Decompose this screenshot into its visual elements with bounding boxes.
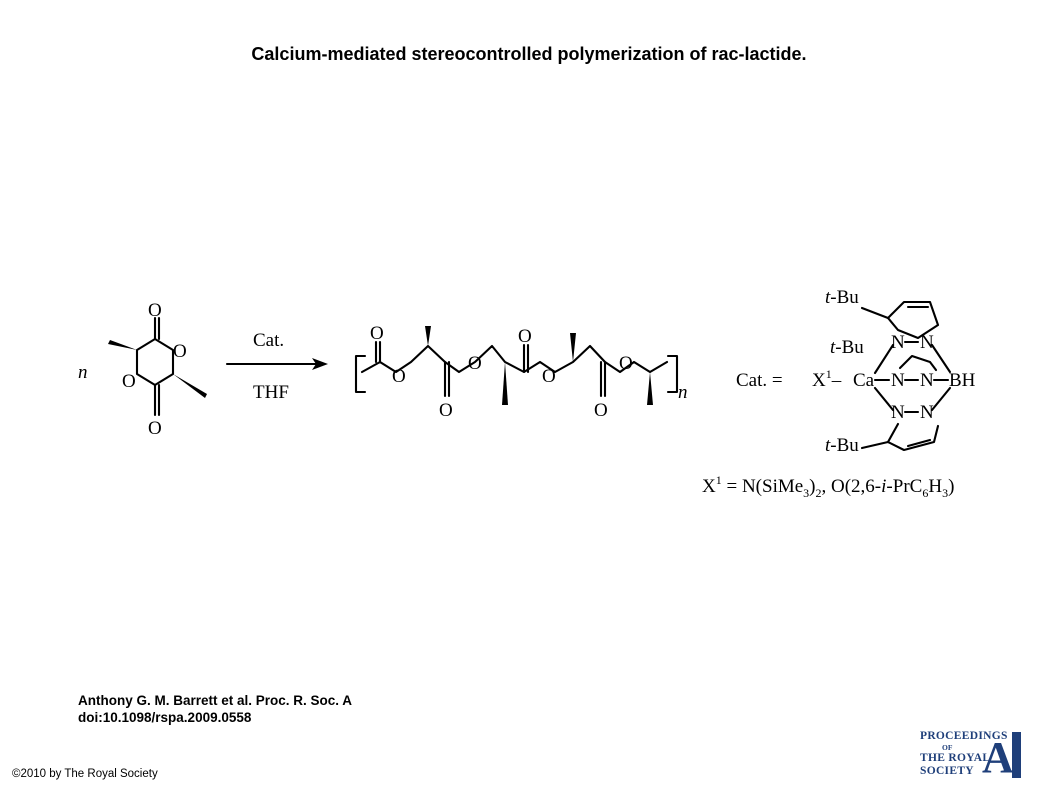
poly-methyl-wedge-3	[570, 333, 576, 362]
poly-O-ester-2: O	[468, 353, 482, 374]
pyrazole-top	[886, 300, 940, 340]
lactide-methyl-wedge-right	[173, 374, 207, 398]
reaction-arrow: Cat. THF	[225, 330, 328, 403]
poly-O-carbonyl-1: O	[370, 323, 384, 344]
n-bottom-right: N	[920, 402, 934, 423]
monomer-n-label: n	[78, 362, 88, 383]
logo-letter: A	[982, 733, 1014, 782]
polylactide: O O O O O O O O n	[354, 323, 688, 421]
catalyst-calcium: Ca	[853, 370, 875, 391]
catalyst-label: Cat. =	[736, 370, 783, 391]
logo-line-the-royal: THE ROYAL	[920, 752, 991, 764]
poly-O-ester-4: O	[619, 353, 633, 374]
n-top-left: N	[891, 332, 905, 353]
poly-O-carbonyl-2: O	[439, 400, 453, 421]
arrow-head	[312, 358, 328, 370]
pyrazole-bottom	[886, 422, 940, 452]
citation-authors: Anthony G. M. Barrett et al. Proc. R. So…	[78, 693, 353, 708]
logo-line-society: SOCIETY	[920, 765, 974, 777]
poly-methyl-wedge-1	[425, 326, 431, 346]
bracket-right	[666, 354, 679, 394]
catalyst-boron: BH	[949, 370, 976, 391]
lactide-O-top: O	[148, 300, 162, 321]
lactide-O-bottom: O	[148, 418, 162, 439]
tbu-bottom: t-Bu	[825, 435, 859, 456]
arrow-label-solvent: THF	[253, 382, 289, 403]
n-top-right: N	[920, 332, 934, 353]
tbu-top: t-Bu	[825, 287, 859, 308]
lactide-ring	[135, 337, 175, 387]
logo-line-proceedings: PROCEEDINGS	[920, 730, 1008, 742]
logo-sidebar-strip	[1012, 732, 1021, 778]
poly-O-ester-3: O	[542, 366, 556, 387]
figure-title: Calcium-mediated stereocontrolled polyme…	[251, 44, 807, 64]
catalyst-structure: Cat. = X1– Ca BH t-Bu t-Bu t-Bu N N N N …	[736, 287, 976, 456]
citation-doi: doi:10.1098/rspa.2009.0558	[78, 710, 252, 725]
poly-O-ester-1: O	[392, 366, 406, 387]
lactide-O-ring-right: O	[173, 341, 187, 362]
lactide-methyl-wedge-left	[108, 340, 137, 350]
n-mid-left: N	[891, 370, 905, 391]
poly-O-carbonyl-4: O	[594, 400, 608, 421]
lactide-monomer: n O O O O	[78, 300, 207, 439]
pyrazole-mid	[898, 354, 938, 372]
citation: Anthony G. M. Barrett et al. Proc. R. So…	[78, 692, 352, 726]
polymer-backbone	[360, 344, 669, 374]
catalyst-x1: X1–	[812, 367, 842, 391]
lactide-O-ring-left: O	[122, 371, 136, 392]
poly-O-carbonyl-3: O	[518, 326, 532, 347]
tbu-mid: t-Bu	[830, 337, 864, 358]
arrow-label-catalyst: Cat.	[253, 330, 284, 351]
bracket-left	[354, 354, 367, 394]
n-bottom-left: N	[891, 402, 905, 423]
copyright-notice: ©2010 by The Royal Society	[12, 768, 158, 780]
x1-definition: X1 = N(SiMe3)2, O(2,6-i-PrC6H3)	[702, 473, 954, 500]
poly-methyl-wedge-4	[647, 372, 653, 405]
journal-logo: PROCEEDINGS OF THE ROYAL SOCIETY A	[920, 728, 1024, 780]
n-mid-right: N	[920, 370, 934, 391]
poly-subscript-n: n	[678, 382, 688, 403]
poly-methyl-wedge-2	[502, 362, 508, 405]
logo-line-of: OF	[942, 743, 953, 752]
